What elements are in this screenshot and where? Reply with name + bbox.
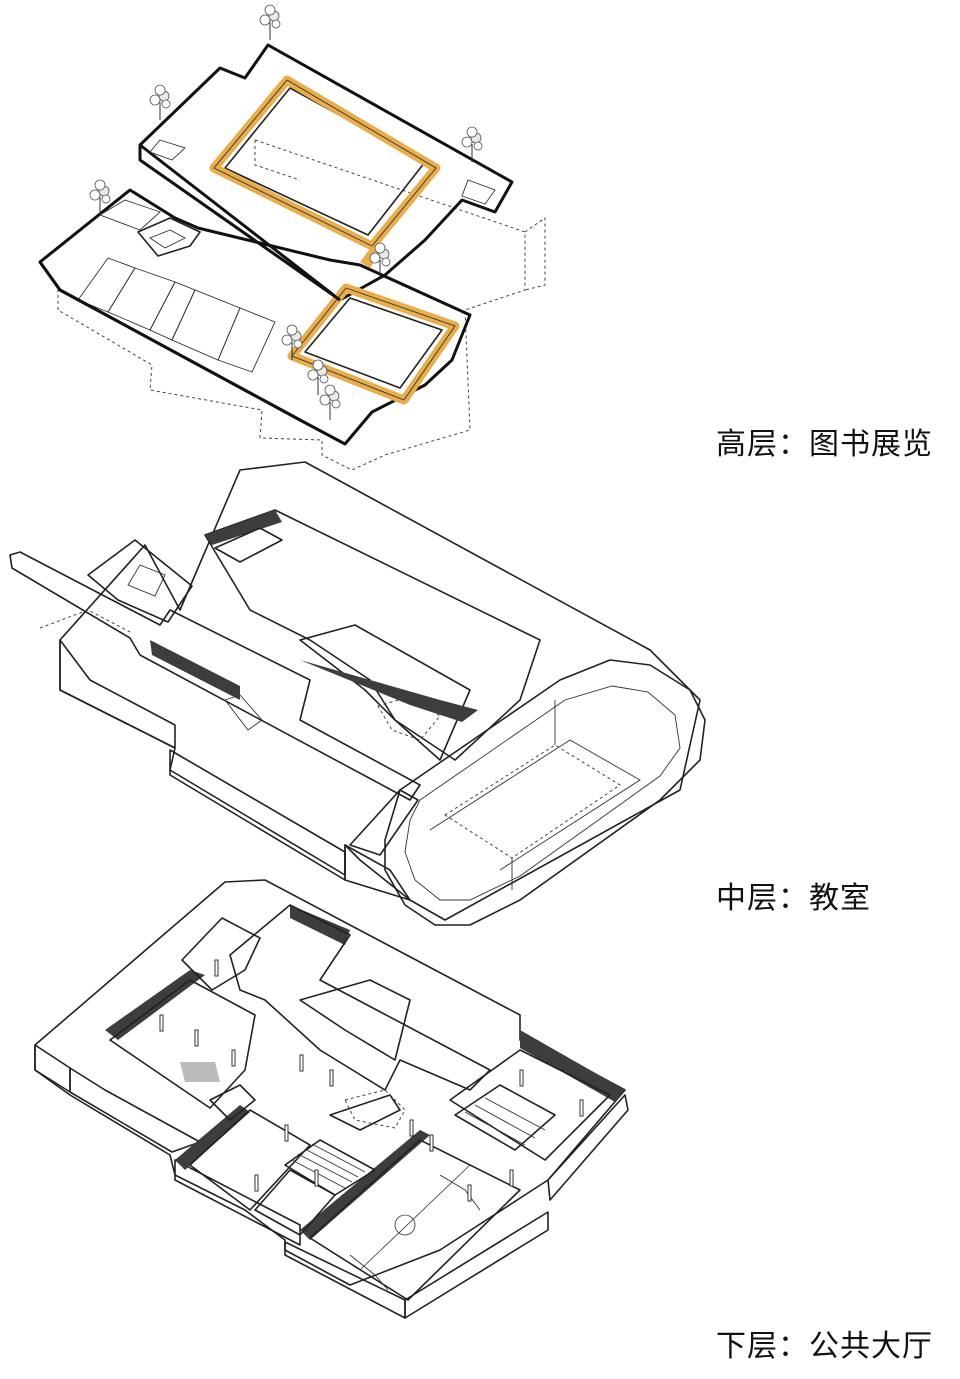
label-middle-layer: 中层：教室 <box>716 881 871 916</box>
upper-lower-slab <box>38 188 472 446</box>
middle-base-plate <box>59 461 701 921</box>
label-lower-layer: 下层：公共大厅 <box>716 1329 933 1364</box>
middle-atrium <box>299 624 471 761</box>
lower-pool-room <box>449 1049 611 1161</box>
upper-top-slab <box>138 43 514 302</box>
middle-track-field <box>404 685 681 901</box>
upper-dashed-outline <box>57 139 526 471</box>
lower-yellow-room <box>189 1109 311 1211</box>
middle-walkway <box>9 551 421 801</box>
lower-base-plate <box>34 879 626 1286</box>
lower-layer <box>34 879 629 1319</box>
label-upper-layer: 高层：图书展览 <box>716 427 933 462</box>
lower-atrium-roof <box>229 904 491 1091</box>
upper-inner-path <box>287 283 460 405</box>
upper-inner-courtyard <box>304 297 443 389</box>
upper-orange-room-5 <box>217 307 276 373</box>
middle-layer <box>9 461 706 926</box>
middle-dark-wall-north <box>205 510 282 545</box>
lower-auditorium <box>109 979 256 1109</box>
lower-basketball-court <box>309 1139 521 1301</box>
lower-grey-wall-west <box>34 1044 71 1093</box>
middle-stair-tower <box>87 539 193 623</box>
upper-layer <box>38 4 546 471</box>
middle-grey-wall-south <box>169 749 346 881</box>
lower-pool-water <box>454 1084 556 1151</box>
upper-stair-block <box>137 217 201 257</box>
upper-path-ring <box>209 75 441 251</box>
middle-grey-wall-west <box>59 639 176 749</box>
upper-orange-room-3 <box>149 281 196 341</box>
upper-orange-room-4 <box>171 289 241 361</box>
middle-running-track <box>384 659 706 926</box>
middle-classroom-floor <box>204 509 541 761</box>
